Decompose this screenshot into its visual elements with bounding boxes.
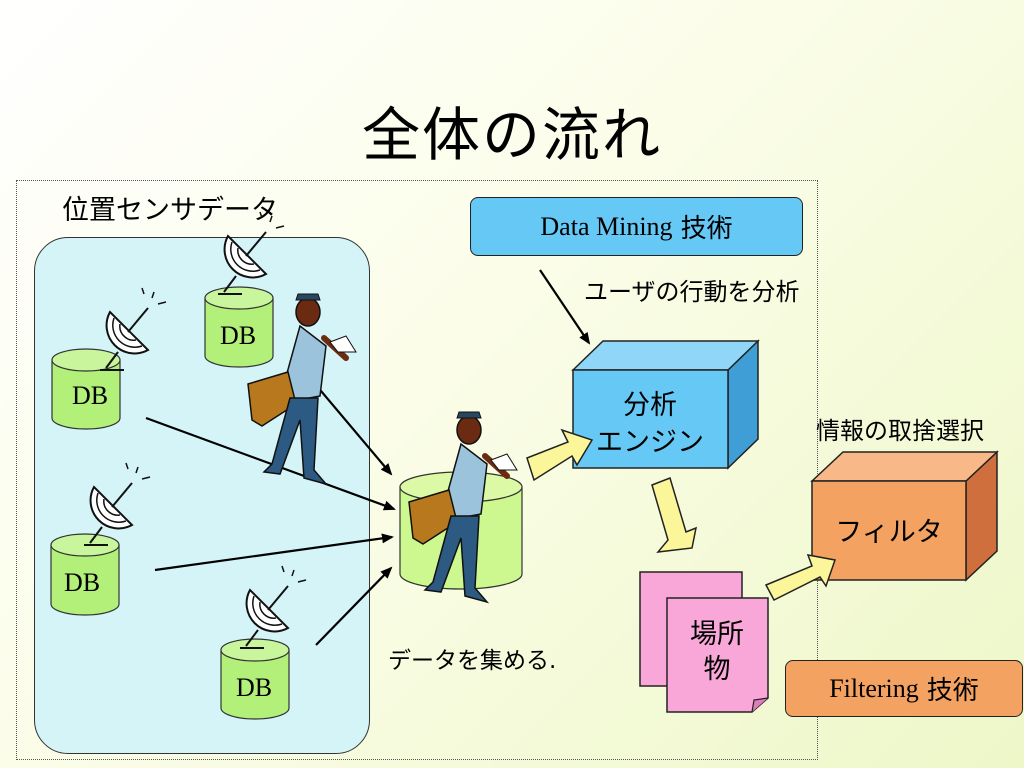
collect-data-label: データを集める. — [388, 648, 557, 674]
db-label-3: DB — [64, 568, 100, 597]
satellite-dish-icon-3 — [84, 462, 151, 546]
filtering-label: Filtering — [829, 673, 919, 703]
satellite-dish-icon-4 — [240, 565, 307, 649]
engine-label-line1: 分析 — [623, 390, 677, 420]
db-label-4: DB — [236, 673, 272, 702]
filtering-tech-label: 技術 — [926, 676, 979, 706]
place-label-line1: 場所 — [690, 619, 744, 649]
place-object-documents — [639, 571, 769, 713]
analysis-engine-box — [571, 339, 760, 470]
courier-figure-icon-2 — [408, 411, 518, 604]
engine-label-line2: エンジン — [596, 427, 704, 457]
database-icon-4 — [220, 638, 290, 720]
filter-label: フィルタ — [835, 517, 942, 547]
data-mining-box: Data Mining 技術 — [470, 197, 803, 256]
diagram-frame — [16, 180, 818, 760]
sensor-data-label: 位置センサデータ — [62, 195, 278, 226]
courier-figure-icon-1 — [247, 293, 357, 486]
database-icon-2 — [204, 286, 274, 368]
database-icon-1 — [51, 348, 121, 430]
data-mining-label: Data Mining — [540, 211, 673, 241]
info-select-label: 情報の取捨選択 — [816, 417, 984, 445]
data-mining-tech-label: 技術 — [680, 214, 733, 244]
data-flow-arrows — [145, 269, 591, 646]
satellite-dish-icon-2 — [218, 211, 285, 295]
block-arrows — [526, 428, 836, 601]
db-label-1: DB — [72, 381, 108, 410]
db-label-2: DB — [220, 321, 256, 350]
place-label-line2: 物 — [704, 654, 731, 684]
satellite-dish-icon-1 — [100, 287, 167, 371]
filter-box — [810, 450, 999, 582]
page-title: 全体の流れ — [361, 101, 662, 169]
user-analysis-label: ユーザの行動を分析 — [584, 278, 800, 306]
filtering-tech-box: Filtering 技術 — [785, 660, 1023, 717]
